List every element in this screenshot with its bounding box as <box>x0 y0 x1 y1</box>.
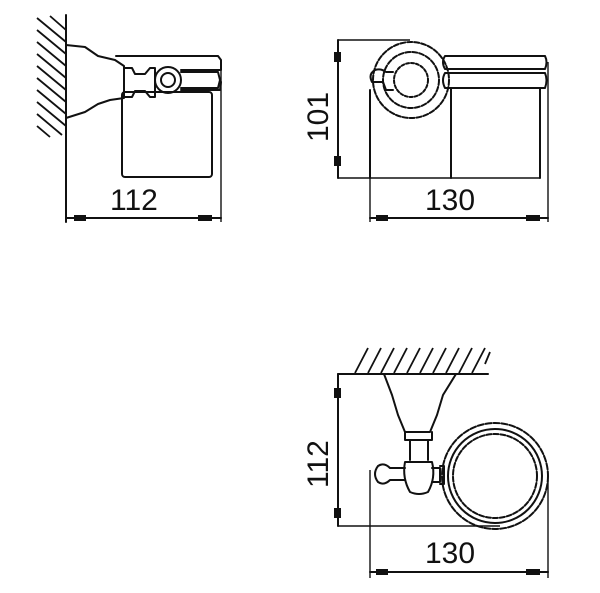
dimension-tick <box>376 215 388 221</box>
cup <box>121 91 213 178</box>
holder-ring-mid <box>447 428 543 524</box>
front-height-label: 101 <box>302 92 335 142</box>
wall-hatch <box>354 347 491 374</box>
hub <box>403 461 435 495</box>
rosette-outer <box>372 41 450 119</box>
ring-band <box>180 71 221 89</box>
dimension-tick <box>198 215 212 221</box>
dimension-tick <box>376 569 388 575</box>
holder-ring <box>154 66 182 94</box>
wall-flange <box>383 373 457 433</box>
top-depth-label: 112 <box>302 440 335 488</box>
holder-ring-inner <box>452 433 538 519</box>
upper-rail <box>442 55 548 70</box>
lower-rail <box>442 72 548 89</box>
knob <box>369 68 394 91</box>
dimension-tick <box>334 388 341 398</box>
dimension-tick <box>526 215 540 221</box>
dimension-tick <box>334 156 341 166</box>
rosette-inner <box>393 62 429 98</box>
top-width-label: 130 <box>425 537 475 570</box>
side-view: 112 <box>36 14 222 223</box>
dimension-tick <box>74 215 86 221</box>
rosette-mid <box>382 51 440 109</box>
cup-outline <box>369 87 541 179</box>
front-width-label: 130 <box>425 184 475 217</box>
wall-hatch <box>36 15 67 138</box>
flange-collar <box>404 431 433 441</box>
side-width-label: 112 <box>110 184 158 217</box>
wall-flange <box>65 44 125 119</box>
dimension-tick <box>334 508 341 518</box>
dimension-tick <box>334 52 341 62</box>
knob <box>374 463 406 485</box>
top-view: 112 130 <box>302 347 549 578</box>
holder-ring-inner <box>160 72 176 88</box>
dimension-tick <box>526 569 540 575</box>
stem <box>409 439 429 461</box>
front-view: 101 130 <box>302 39 549 222</box>
holder-ring-outer <box>441 422 549 530</box>
